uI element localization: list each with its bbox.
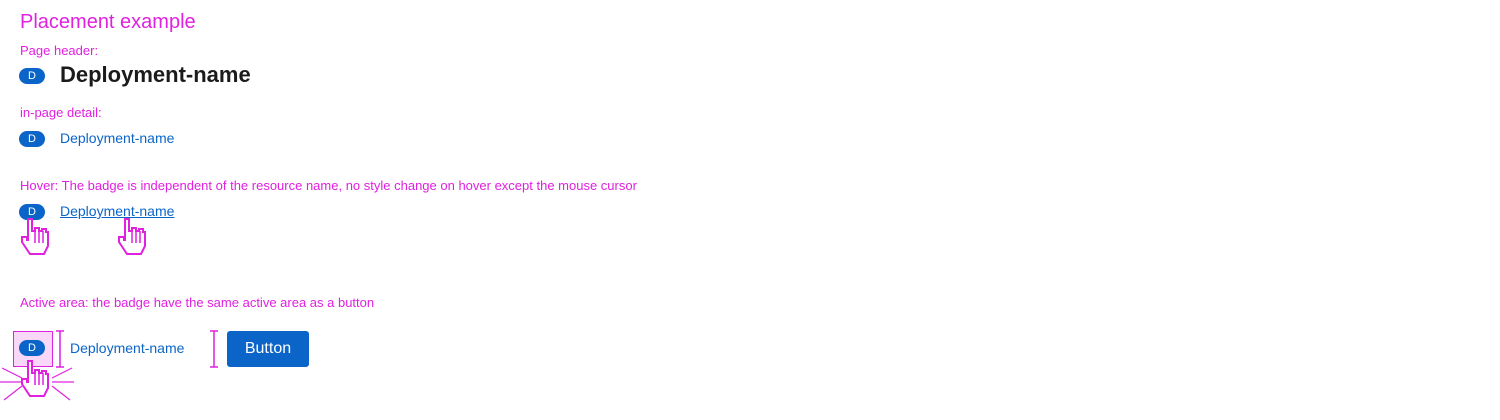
page-title: Placement example bbox=[20, 11, 196, 33]
active-area-label: Active area: the badge have the same act… bbox=[20, 295, 375, 310]
page-header-label: Page header: bbox=[20, 43, 99, 58]
resource-badge[interactable]: D bbox=[19, 68, 45, 84]
resource-badge-active[interactable]: D bbox=[19, 340, 45, 356]
resource-link-hover[interactable]: Deployment-name bbox=[60, 203, 175, 219]
hand-cursor-icon bbox=[118, 218, 146, 255]
hand-cursor-icon bbox=[21, 360, 49, 397]
resource-badge-hover[interactable]: D bbox=[19, 204, 45, 220]
height-bracket-icon bbox=[56, 330, 64, 368]
primary-button[interactable]: Button bbox=[227, 331, 309, 367]
in-page-detail-label: in-page detail: bbox=[20, 105, 102, 120]
resource-link[interactable]: Deployment-name bbox=[60, 130, 175, 146]
hover-label: Hover: The badge is independent of the r… bbox=[20, 178, 637, 193]
hand-cursor-icon bbox=[21, 218, 49, 255]
resource-link[interactable]: Deployment-name bbox=[70, 340, 185, 356]
resource-badge[interactable]: D bbox=[19, 131, 45, 147]
height-bracket-icon bbox=[210, 330, 218, 368]
page-header-title: Deployment-name bbox=[60, 62, 251, 87]
click-burst-icon bbox=[0, 367, 74, 401]
